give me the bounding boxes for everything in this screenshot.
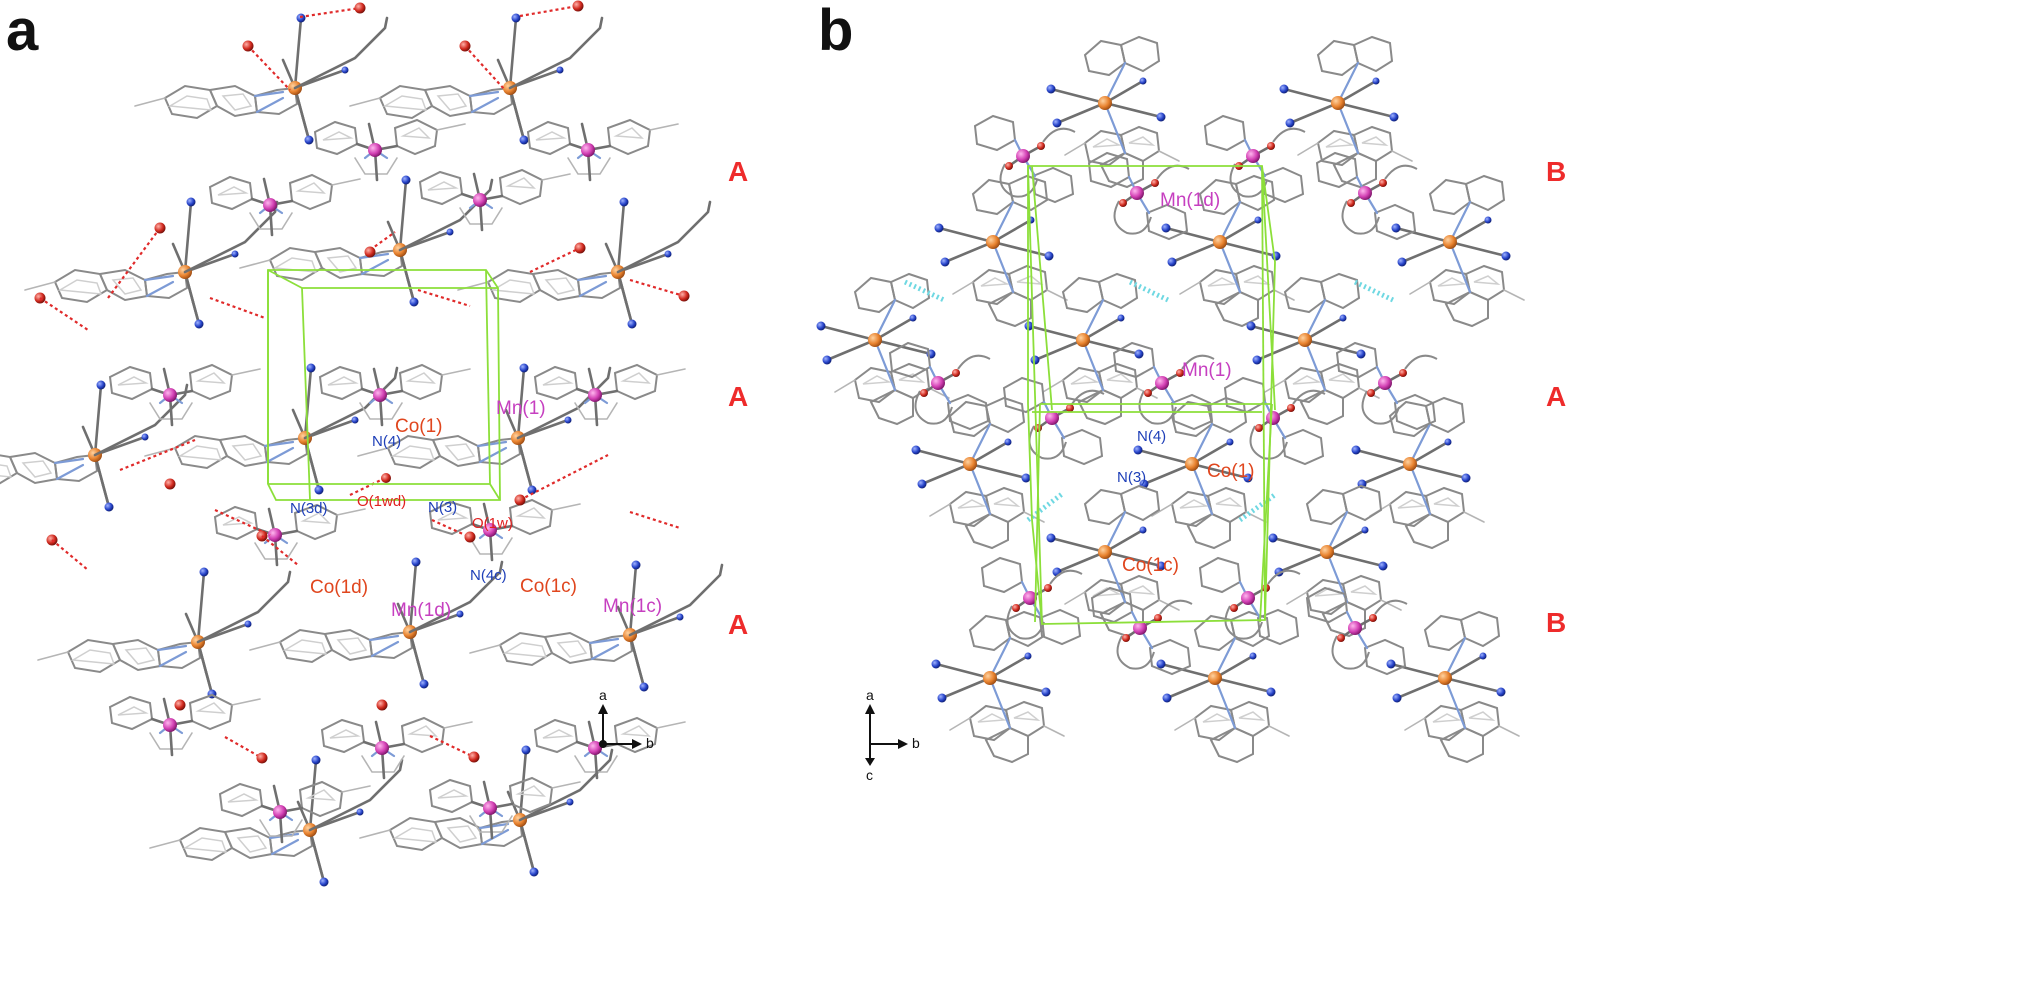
- panel-letter-b: b: [818, 0, 853, 63]
- label-n4c-a: N(4c): [470, 567, 507, 584]
- axis-label-b-a: a: [866, 687, 874, 703]
- panel-a-hydrogen-bonds: [34, 0, 690, 764]
- label-n3-a: N(3): [428, 499, 457, 516]
- axis-label-b-c: c: [866, 767, 873, 783]
- label-n4-a: N(4): [372, 433, 401, 450]
- label-mn1-a: Mn(1): [496, 398, 546, 419]
- panel-a: a: [0, 0, 748, 888]
- label-co1-a: Co(1): [395, 416, 443, 437]
- label-mn1-b: Mn(1): [1182, 360, 1232, 381]
- label-n3d-a: N(3d): [290, 500, 328, 517]
- layer-label-b-bottom: B: [1546, 607, 1566, 638]
- layer-label-b-middle: A: [1546, 381, 1566, 412]
- label-co1c-a: Co(1c): [520, 576, 577, 597]
- panel-a-axes: a b: [598, 687, 654, 751]
- label-n4-b: N(4): [1137, 428, 1166, 445]
- label-n3-b: N(3): [1117, 469, 1146, 486]
- label-mn1d-b: Mn(1d): [1160, 190, 1220, 211]
- label-co1c-b: Co(1c): [1122, 555, 1179, 576]
- panel-a-molecules: [0, 12, 724, 888]
- layer-label-a-bottom: A: [728, 609, 748, 640]
- layer-label-a-top: A: [728, 156, 748, 187]
- label-co1-b: Co(1): [1207, 461, 1255, 482]
- label-mn1c-a: Mn(1c): [603, 596, 662, 617]
- panel-a-unit-cell: [267, 269, 501, 501]
- label-co1d-a: Co(1d): [310, 577, 368, 598]
- panel-b-molecules: [815, 35, 1526, 764]
- label-o1w-a: O(1w): [472, 515, 513, 532]
- layer-label-a-middle: A: [728, 381, 748, 412]
- label-o1wd-a: O(1wd): [357, 493, 406, 510]
- panel-b-pi-stacking: [903, 279, 1395, 523]
- axis-label-a-a: a: [599, 687, 607, 703]
- axis-label-b-b: b: [912, 735, 920, 751]
- panel-b-axes: a b c: [865, 687, 920, 783]
- panel-letter-a: a: [6, 0, 39, 63]
- panel-b: b: [815, 0, 1566, 783]
- layer-label-b-top: B: [1546, 156, 1566, 187]
- label-mn1d-a: Mn(1d): [391, 600, 451, 621]
- panel-b-unit-cell: [1027, 165, 1276, 625]
- axis-label-a-b: b: [646, 735, 654, 751]
